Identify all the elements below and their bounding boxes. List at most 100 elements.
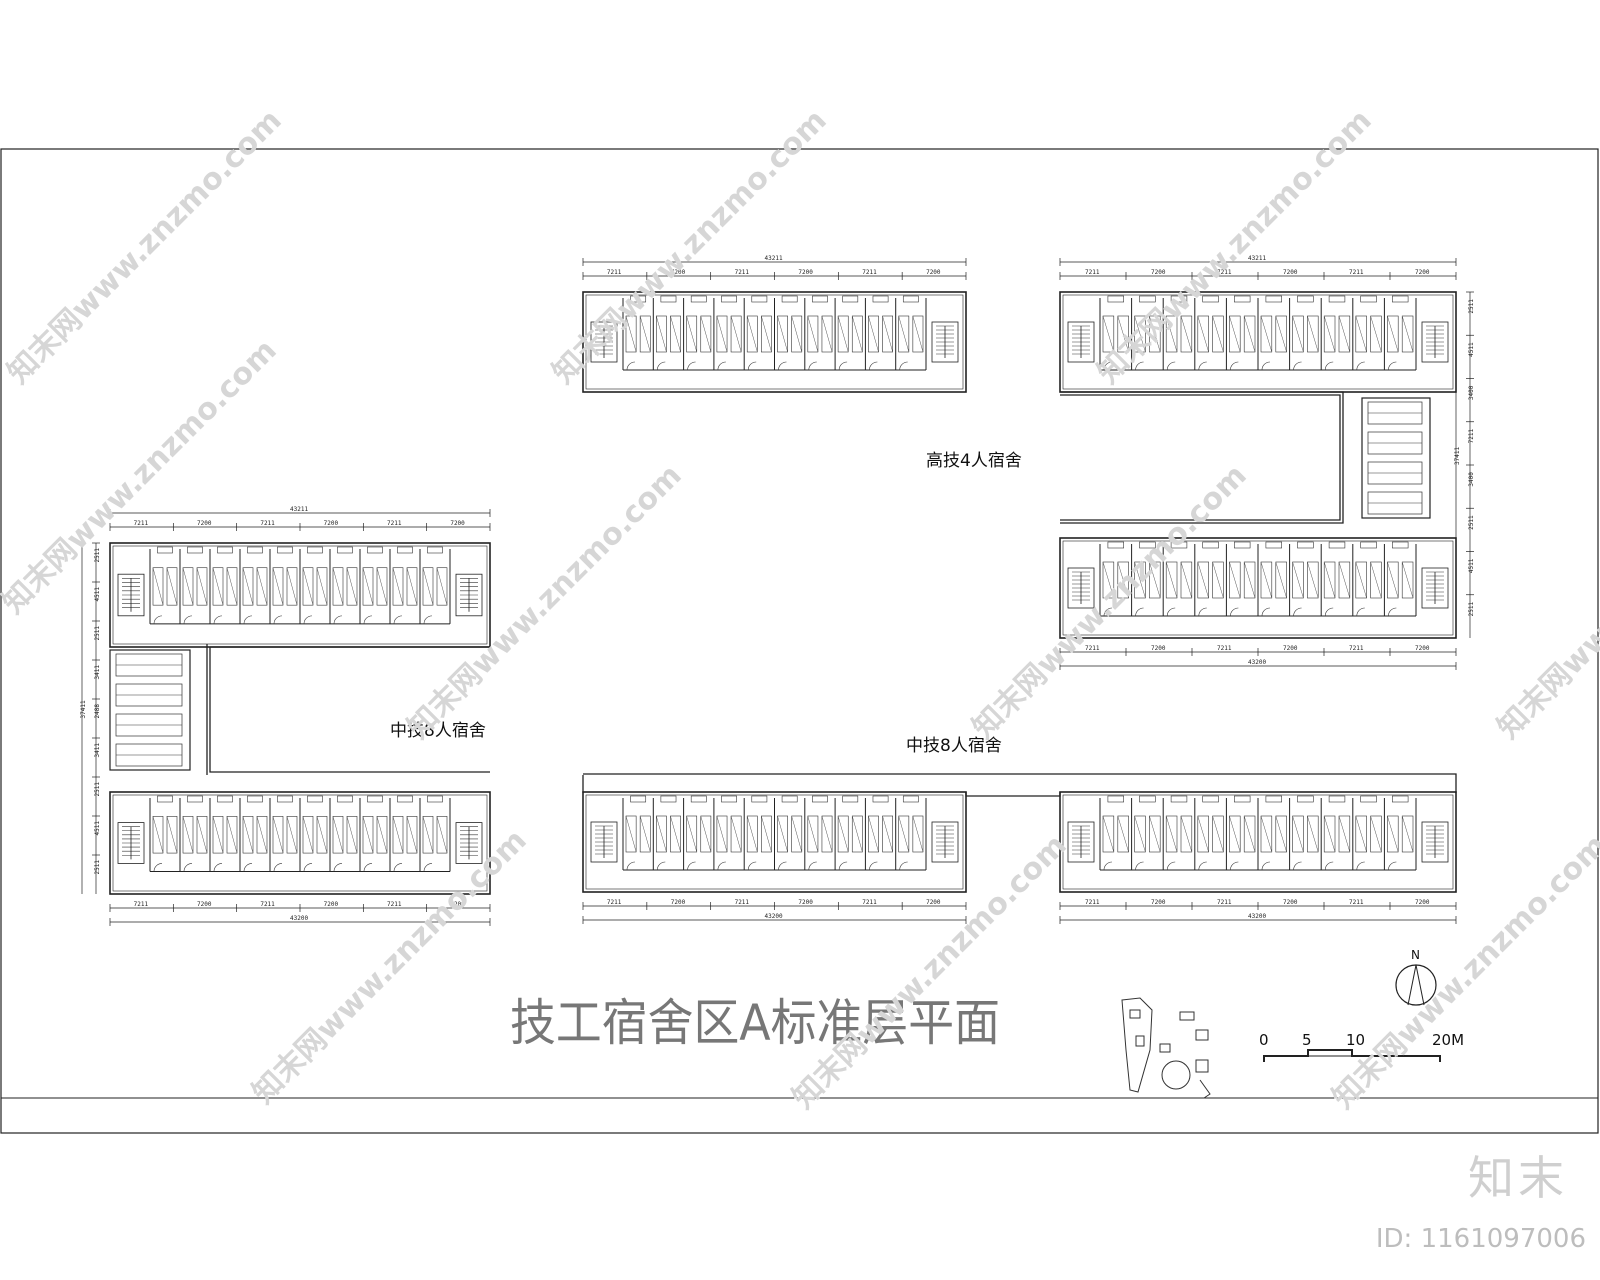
dimension-label: 7200 [1151, 899, 1166, 906]
north-arrow: N [1395, 948, 1437, 1006]
dimension-label: 7211 [1349, 645, 1364, 652]
dimension-label: 7200 [324, 901, 339, 908]
dimension-label: 3411 [94, 665, 101, 680]
dimension-label: 7200 [1283, 269, 1298, 276]
dimension-label: 7200 [1283, 899, 1298, 906]
dimension-label: 7211 [735, 899, 750, 906]
dimension-label: 7211 [1085, 269, 1100, 276]
dimension-label: 7200 [1283, 645, 1298, 652]
dimension-label: 7211 [862, 269, 877, 276]
dimension-label: 7211 [387, 901, 402, 908]
dimension-label: 7211 [862, 899, 877, 906]
dimension-label: 4511 [1468, 342, 1475, 357]
wing-right-lower: 7211 7200 7211 7200 7211 7200 43200 [1059, 537, 1457, 670]
dimension-label: 3400 [1468, 472, 1475, 487]
watermark-text: 知末网www.znzmo.com [1326, 828, 1600, 1116]
drawing-frame [0, 148, 1599, 1134]
dimension-label: 2511 [94, 548, 101, 563]
scale-label-0: 0 [1259, 1031, 1269, 1049]
dimension-label: 2511 [94, 626, 101, 641]
watermark-text: 知末网www.znzmo.com [1491, 458, 1600, 746]
dimension-label: 2511 [1468, 515, 1475, 530]
dimension-label: 7200 [197, 520, 212, 527]
overall-dimension-label: 37411 [80, 700, 87, 718]
connector-left [206, 644, 490, 775]
dimension-label: 3400 [1468, 385, 1475, 400]
overall-dimension-label: 43200 [1248, 659, 1266, 666]
overall-dimension-label: 43200 [1248, 913, 1266, 920]
wing-top-right: 7211 7200 7211 7200 7211 7200 43211 [1059, 255, 1457, 393]
block-label-high-tech-4: 高技4人宿舍 [926, 451, 1022, 471]
dimension-label: 7211 [260, 520, 275, 527]
dimension-label: 2511 [94, 860, 101, 875]
dimension-label: 7200 [671, 899, 686, 906]
dimension-label: 7211 [260, 901, 275, 908]
wing-bottom-right: 7211 7200 7211 7200 7211 7200 43200 [1059, 791, 1457, 924]
dimension-label: 7200 [197, 901, 212, 908]
connector-right [1060, 391, 1344, 524]
dimension-label: 7200 [1415, 269, 1430, 276]
dimension-label: 7211 [1085, 899, 1100, 906]
service-rooms-left [109, 649, 191, 771]
dimension-label: 7211 [1349, 269, 1364, 276]
watermark-text: 知末网www.znzmo.com [546, 103, 834, 391]
connector-bottom [582, 773, 1457, 797]
overall-dimension-label: 37411 [1454, 447, 1461, 465]
dimension-label: 7211 [607, 269, 622, 276]
dimension-label: 7211 [1217, 269, 1232, 276]
dimension-label: 2511 [1468, 299, 1475, 314]
dimension-label: 7200 [450, 520, 465, 527]
dimension-label: 7200 [324, 520, 339, 527]
dimension-label: 7200 [450, 901, 465, 908]
dimension-label: 7200 [798, 269, 813, 276]
dimension-label: 7200 [1415, 645, 1430, 652]
drawing-title: 技工宿舍区A标准层平面 [510, 994, 1000, 1052]
image-id-label: ID: 1161097006 [1375, 1224, 1586, 1254]
dimension-label: 7200 [1151, 645, 1166, 652]
dimension-label: 7211 [1085, 645, 1100, 652]
north-label: N [1411, 948, 1420, 962]
dimension-label: 7200 [1151, 269, 1166, 276]
overall-dimension-label: 43211 [765, 255, 783, 262]
dimension-label: 2511 [1468, 602, 1475, 617]
watermark-text: 知末网www.znzmo.com [401, 458, 689, 746]
dimension-label: 7200 [1415, 899, 1430, 906]
block-label-mid-tech-8-left: 中技8人宿舍 [390, 721, 486, 741]
dimension-label: 7211 [1468, 429, 1475, 444]
dimension-label: 7200 [798, 899, 813, 906]
scale-label-5: 5 [1302, 1031, 1312, 1049]
service-rooms-right [1361, 397, 1431, 519]
scale-label-10: 10 [1346, 1031, 1365, 1049]
dimension-label: 7211 [387, 520, 402, 527]
overall-dimension-label: 43200 [765, 913, 783, 920]
overall-dimension-label: 43200 [290, 915, 308, 922]
site-key-plan [1121, 997, 1211, 1099]
dimension-label: 2488 [94, 704, 101, 719]
dimension-label: 3411 [94, 743, 101, 758]
block-label-mid-tech-8-bottom: 中技8人宿舍 [906, 736, 1002, 756]
vertical-dimension-chain: 2511451125113411248834112511451125113741… [80, 542, 101, 894]
watermark-text: 知末网www.znzmo.com [0, 333, 284, 621]
watermark-text: 知末网www.znzmo.com [966, 458, 1254, 746]
overall-dimension-label: 43211 [290, 506, 308, 513]
watermark-text: 知末网www.znzmo.com [786, 828, 1074, 1116]
wing-left-upper: 7211 7200 7211 7200 7211 7200 43211 [109, 506, 491, 648]
dimension-label: 7211 [607, 899, 622, 906]
brand-logo: 知末 [1468, 1151, 1568, 1205]
dimension-label: 7211 [134, 520, 149, 527]
dimension-label: 2511 [94, 782, 101, 797]
dimension-label: 7211 [1349, 899, 1364, 906]
dimension-label: 7211 [735, 269, 750, 276]
dimension-label: 7200 [926, 269, 941, 276]
watermark-text: 知末网www.znzmo.com [1091, 103, 1379, 391]
dimension-label: 7211 [1217, 899, 1232, 906]
dimension-label: 7211 [1217, 645, 1232, 652]
dimension-label: 4511 [94, 821, 101, 836]
overall-dimension-label: 43211 [1248, 255, 1266, 262]
